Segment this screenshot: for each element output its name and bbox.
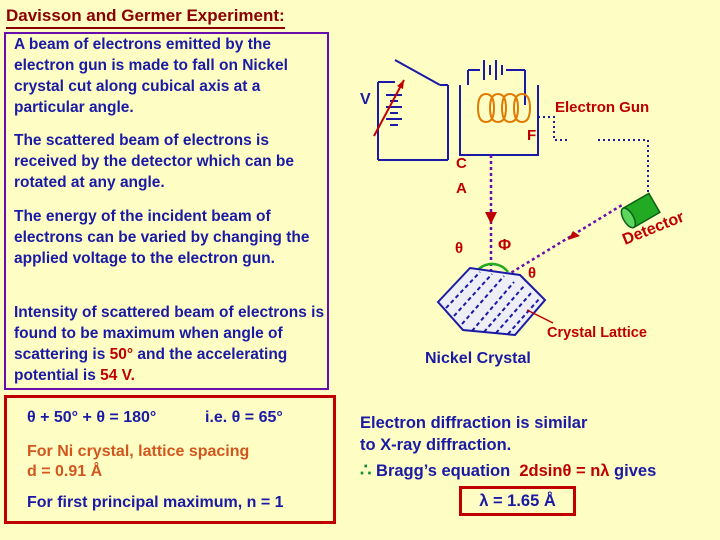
bragg-equation: 2dsinθ = nλ <box>519 462 610 480</box>
theta-result: i.e. θ = 65° <box>205 409 283 426</box>
filament-coil <box>477 92 532 124</box>
potential-value: 54 V. <box>100 367 135 384</box>
lattice-spacing-line1: For Ni crystal, lattice spacing <box>27 443 250 460</box>
gives-text: gives <box>614 462 657 480</box>
filament-label: F <box>527 127 536 144</box>
intensity-text-2: and the accelerating potential is <box>14 346 288 384</box>
lattice-spacing-line2: d = 0.91 Å <box>27 463 103 480</box>
intensity-text-1: Intensity of scattered beam of electrons… <box>14 304 325 363</box>
paragraph-scattered-beam: The scattered beam of electrons is recei… <box>14 132 294 191</box>
detector <box>620 192 661 229</box>
crystal-lattice-label: Crystal Lattice <box>547 325 647 341</box>
crystal-lattice-planes <box>445 271 541 335</box>
paragraph-electron-beam: A beam of electrons emitted by the elect… <box>14 36 288 116</box>
angle-equation: θ + 50° + θ = 180° <box>27 409 157 426</box>
nickel-crystal <box>436 266 547 337</box>
paragraph-intensity: Intensity of scattered beam of electrons… <box>14 302 332 386</box>
wavelength-result: λ = 1.65 Å <box>479 492 556 510</box>
voltage-label: V <box>360 91 371 108</box>
bragg-line: ∴ Bragg’s equation 2dsinθ = nλ gives <box>360 459 656 482</box>
diffraction-line2: to X-ray diffraction. <box>360 436 512 454</box>
electron-gun-chamber <box>459 85 539 156</box>
theta-scattered-label: θ <box>528 265 536 282</box>
anode-label: A <box>456 180 467 197</box>
scattered-arrow-icon <box>568 231 580 240</box>
lattice-pointer <box>526 309 554 324</box>
calculation-box: θ + 50° + θ = 180° i.e. θ = 65° For Ni c… <box>4 395 336 524</box>
electron-gun-label: Electron Gun <box>555 99 649 116</box>
incident-arrow-icon <box>485 212 497 224</box>
diffraction-line1: Electron diffraction is similar <box>360 414 588 432</box>
bragg-label: Bragg’s equation <box>376 462 511 480</box>
voltage-source: V <box>360 79 448 161</box>
scattered-beam <box>490 203 623 287</box>
phi-label: Φ <box>498 237 511 254</box>
description-panel: A beam of electrons emitted by the elect… <box>4 32 329 390</box>
page-title: Davisson and Germer Experiment: <box>6 6 285 29</box>
theta-incident-label: θ <box>455 240 463 257</box>
cathode-label: C <box>456 155 467 172</box>
therefore-icon: ∴ <box>360 460 372 480</box>
principal-maximum: For first principal maximum, n = 1 <box>27 494 284 511</box>
nickel-crystal-label: Nickel Crystal <box>425 350 531 367</box>
paragraph-energy: The energy of the incident beam of elect… <box>14 208 310 267</box>
gun-battery <box>467 60 526 105</box>
wavelength-result-box: λ = 1.65 Å <box>459 486 576 516</box>
scattering-angle-value: 50° <box>109 346 134 363</box>
